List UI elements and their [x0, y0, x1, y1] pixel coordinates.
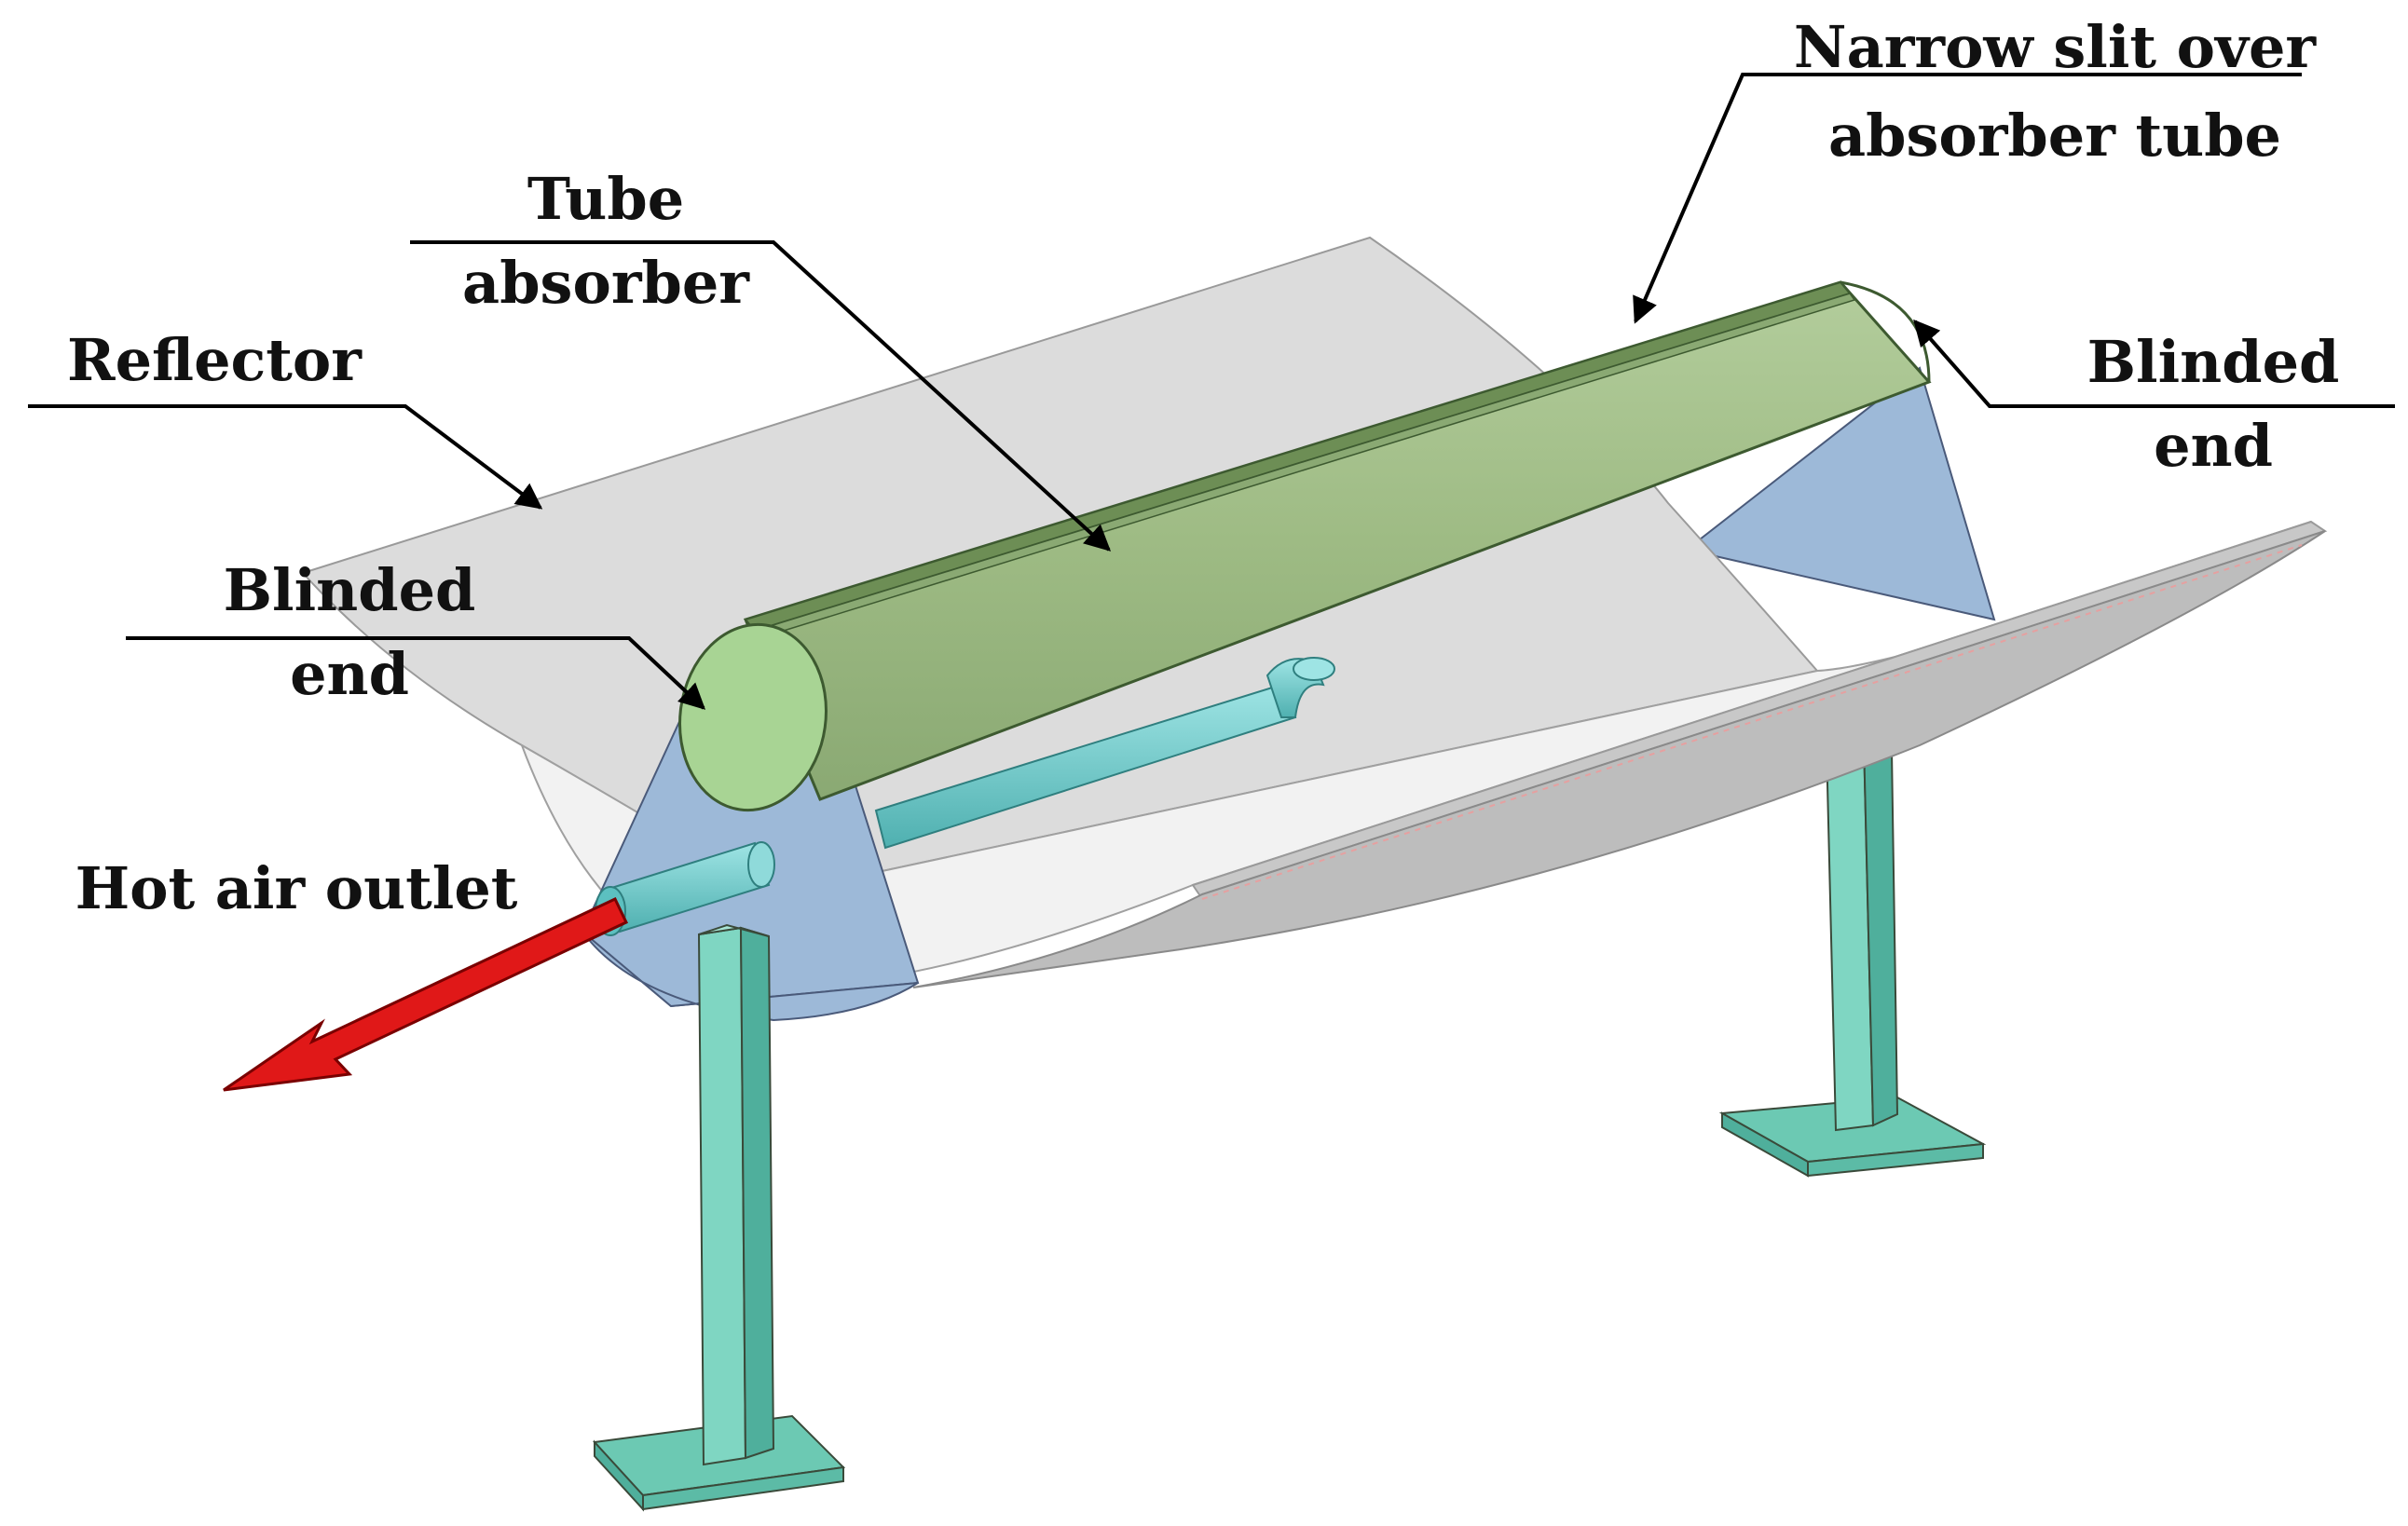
- air-pipe: [874, 657, 1335, 850]
- label-blinded-left-line2: end: [290, 640, 409, 708]
- label-narrow-slit-line2: absorber tube: [1828, 102, 2281, 170]
- label-tube-line1: Tube: [527, 165, 684, 233]
- reflector-front-surface: [912, 530, 2326, 988]
- label-narrow-slit-line1: Narrow slit over: [1794, 13, 2318, 81]
- support-leg-right: [1718, 739, 1987, 1178]
- hot-air-outlet-arrow: [223, 897, 629, 1092]
- leaders: [28, 73, 2395, 710]
- label-blinded-right-line1: Blinded: [2087, 328, 2340, 396]
- label-blinded-left-line1: Blinded: [224, 556, 476, 624]
- label-reflector: Reflector: [67, 326, 363, 394]
- label-blinded-right-line2: end: [2154, 412, 2273, 480]
- label-tube-line2: absorber: [462, 249, 750, 317]
- support-leg-left: [592, 923, 846, 1512]
- blinded-end-plate-right: [1684, 366, 1996, 621]
- absorber-tube: [678, 280, 1932, 812]
- label-hot-air-outlet: Hot air outlet: [75, 854, 518, 922]
